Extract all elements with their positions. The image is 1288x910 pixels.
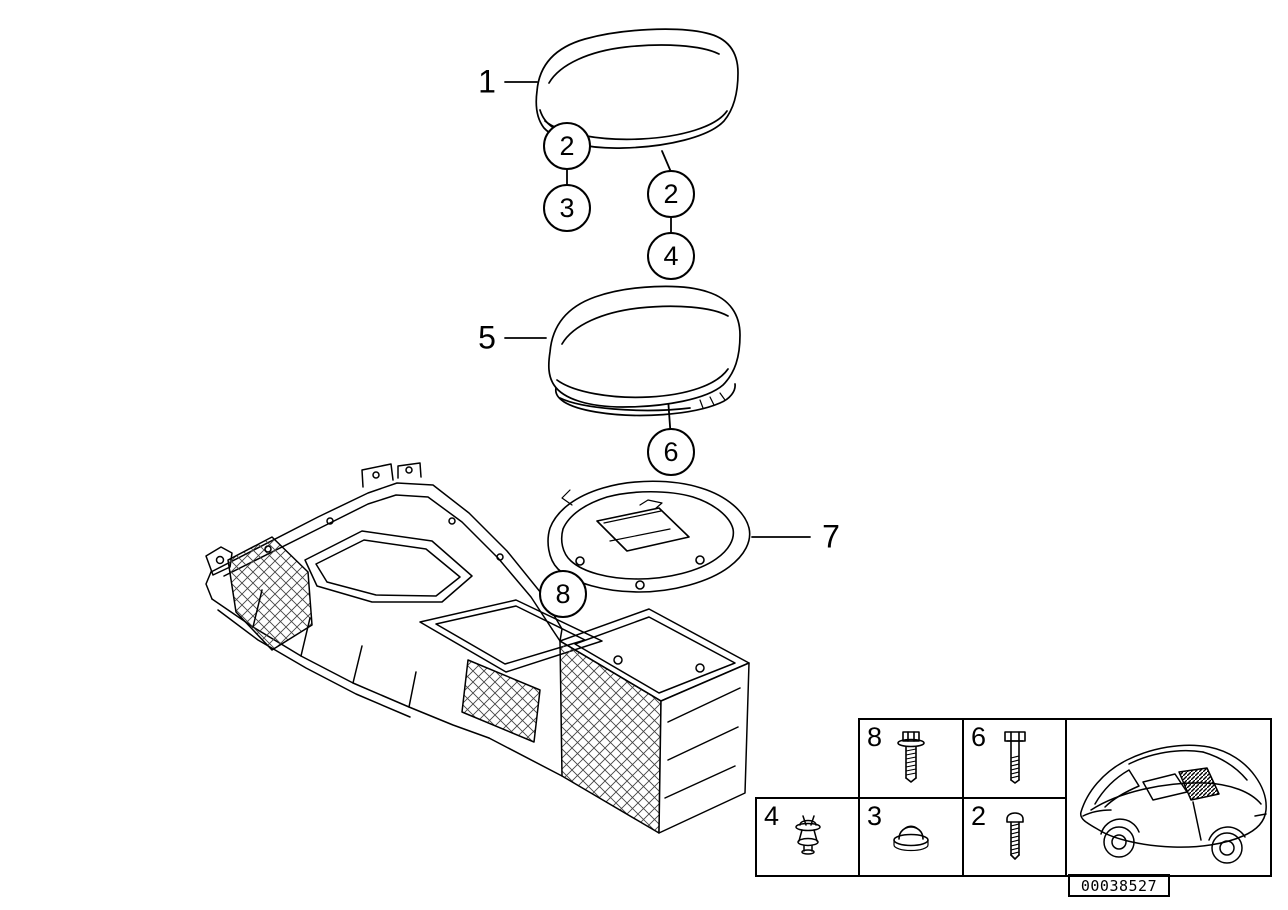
grommet-icon xyxy=(893,825,929,852)
legend-cell-number: 3 xyxy=(867,801,883,831)
car-rear-three-quarter-icon xyxy=(1079,744,1267,864)
callout-8: 8 xyxy=(539,570,587,618)
screw-icon xyxy=(1005,812,1024,860)
callout-6: 6 xyxy=(647,428,695,476)
callout-2-lower: 2 xyxy=(647,170,695,218)
legend-cell-number: 4 xyxy=(764,801,780,831)
legend-cell-3: 3 xyxy=(858,797,964,877)
callout-2-upper: 2 xyxy=(543,122,591,170)
console-carrier-frame xyxy=(205,462,750,834)
armrest-lid-part1 xyxy=(535,28,739,149)
drawing-number: 00038527 xyxy=(1080,876,1158,895)
callout-3: 3 xyxy=(543,184,591,232)
armrest-lid-part5 xyxy=(547,285,741,417)
legend-cell-6: 6 xyxy=(962,718,1067,799)
vehicle-thumbnail-box xyxy=(1065,718,1272,877)
legend-cell-4: 4 xyxy=(755,797,860,877)
callout-5: 5 xyxy=(478,319,496,356)
legend-cell-number: 2 xyxy=(971,801,987,831)
hex-bolt-icon xyxy=(1003,730,1026,784)
drawing-number-box: 00038527 xyxy=(1068,874,1170,897)
legend-cell-number: 8 xyxy=(867,722,883,752)
callout-4: 4 xyxy=(647,232,695,280)
flange-bolt-icon xyxy=(897,730,925,783)
callout-1: 1 xyxy=(478,63,496,100)
callout-7: 7 xyxy=(822,518,840,555)
expanding-clip-icon xyxy=(794,815,821,855)
legend-cell-2: 2 xyxy=(962,797,1067,877)
legend-cell-number: 6 xyxy=(971,722,987,752)
legend-cell-8: 8 xyxy=(858,718,964,799)
